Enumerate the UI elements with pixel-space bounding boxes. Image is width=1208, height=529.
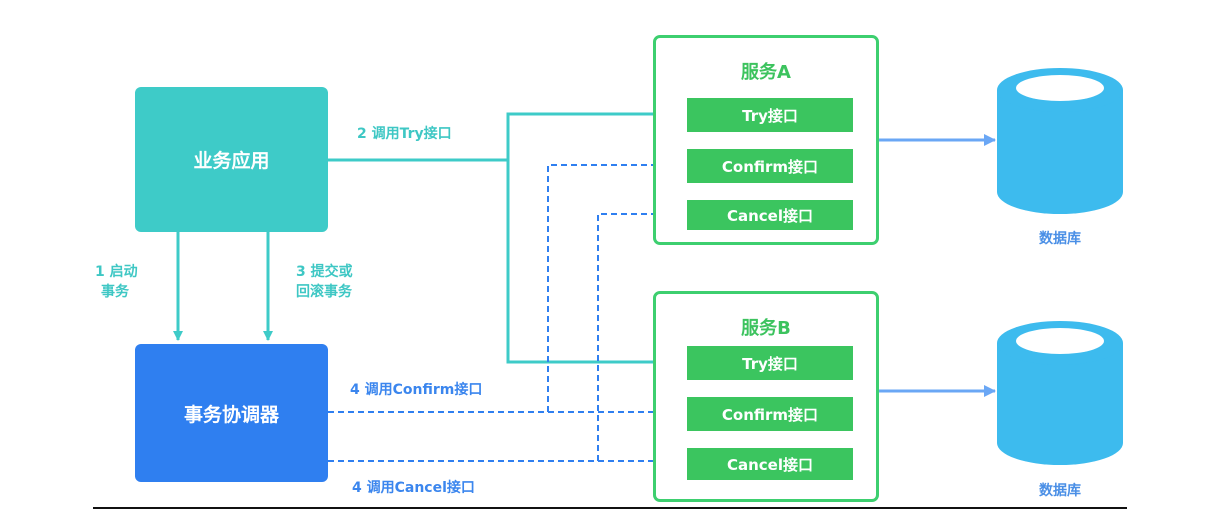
service-a-cancel-interface: Cancel接口 xyxy=(687,200,853,230)
database-b-icon xyxy=(997,321,1123,465)
edge-label-commit-rollback-line2: 回滚事务 xyxy=(296,284,352,300)
business-app-label: 业务应用 xyxy=(193,150,270,172)
service-a-title: 服务A xyxy=(741,62,791,83)
service-a-node: 服务A Try接口 Confirm接口 Cancel接口 xyxy=(653,35,879,245)
service-b-node: 服务B Try接口 Confirm接口 Cancel接口 xyxy=(653,291,879,502)
database-a-icon xyxy=(997,68,1123,214)
edge-confirm-a xyxy=(547,159,684,412)
edge-label-call-cancel: 4 调用Cancel接口 xyxy=(352,480,475,496)
database-b-label: 数据库 xyxy=(1039,483,1081,499)
edge-label-call-confirm: 4 调用Confirm接口 xyxy=(350,382,483,398)
database-a-label: 数据库 xyxy=(1039,231,1081,247)
tx-coordinator-label: 事务协调器 xyxy=(183,403,279,426)
edge-label-commit-rollback-line1: 3 提交或 xyxy=(296,264,353,280)
bottom-divider xyxy=(93,507,1127,509)
service-b-cancel-interface: Cancel接口 xyxy=(687,448,853,480)
service-a-confirm-interface: Confirm接口 xyxy=(687,149,853,183)
service-b-confirm-interface: Confirm接口 xyxy=(687,397,853,431)
edge-try-b xyxy=(506,160,684,367)
edge-label-commit-rollback: 3 提交或 回滚事务 xyxy=(296,262,353,302)
edge-label-start-tx-line2: 事务 xyxy=(101,284,129,300)
tx-coordinator-node: 事务协调器 xyxy=(135,344,328,482)
service-a-try-interface: Try接口 xyxy=(687,98,853,132)
business-app-node: 业务应用 xyxy=(135,87,328,232)
edge-label-start-tx-line1: 1 启动 xyxy=(95,264,138,280)
service-b-title: 服务B xyxy=(741,318,791,339)
edge-label-start-tx: 1 启动 事务 xyxy=(95,262,138,302)
service-b-try-interface: Try接口 xyxy=(687,346,853,380)
edge-label-call-try: 2 调用Try接口 xyxy=(357,126,452,142)
edge-try-a xyxy=(506,109,684,160)
